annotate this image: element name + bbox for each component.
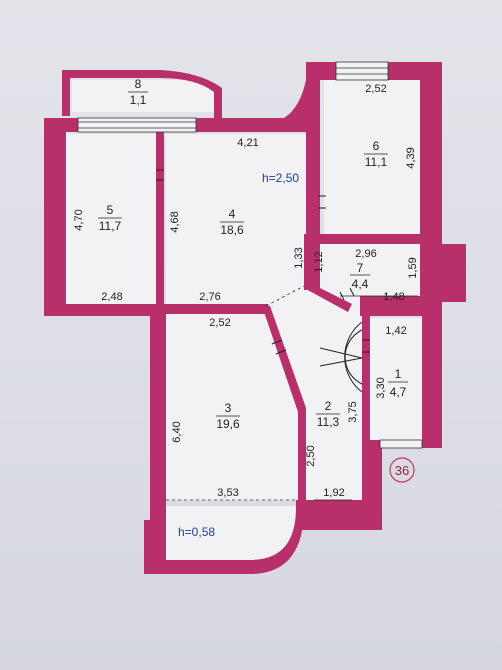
dim-1-12: 1,12 (313, 251, 325, 272)
dim-2-48: 2,48 (101, 291, 122, 303)
dim-2-52-top: 2,52 (365, 83, 386, 95)
height-main: h=2,50 (262, 171, 299, 185)
room-4-number: 4 (229, 207, 236, 221)
dim-2-50: 2,50 (305, 445, 317, 466)
dim-6-40: 6,40 (171, 421, 183, 442)
dim-2-76: 2,76 (199, 291, 220, 303)
dim-4-39: 4,39 (405, 147, 417, 168)
floors (66, 80, 422, 560)
walls (44, 62, 466, 574)
room-1-area: 4,7 (390, 385, 407, 399)
dim-3-30: 3,30 (375, 377, 387, 398)
dim-1-59: 1,59 (407, 257, 419, 278)
dim-2-52-mid: 2,52 (209, 317, 230, 329)
dim-4-21: 4,21 (237, 137, 258, 149)
dim-4-70: 4,70 (73, 209, 85, 230)
dim-3-53: 3,53 (217, 487, 238, 499)
dashed-lines (166, 285, 305, 501)
dim-1-42: 1,42 (385, 325, 406, 337)
room-3-area: 19,6 (216, 417, 240, 431)
room-7-number: 7 (357, 261, 364, 275)
room-6-number: 6 (373, 139, 380, 153)
room-2-area: 11,3 (317, 415, 340, 429)
dim-1-48: 1,48 (383, 291, 404, 303)
apartment-badge-number: 36 (395, 463, 409, 478)
height-loggia: h=0,58 (178, 525, 215, 539)
room-5-number: 5 (107, 203, 114, 217)
dim-4-68: 4,68 (169, 211, 181, 232)
room-labels: 8 1,1 5 11,7 4 18,6 6 11,1 7 4,4 3 19,6 … (98, 77, 408, 431)
room-7-area: 4,4 (352, 277, 369, 291)
doors (156, 169, 370, 393)
windows (77, 61, 423, 449)
room-6-area: 11,1 (365, 155, 388, 169)
dimension-ticks (314, 295, 418, 501)
apartment-badge: 36 (389, 457, 415, 483)
dimension-labels: 4,21 2,52 2,96 2,48 2,76 1,48 2,52 1,42 … (73, 83, 419, 499)
dim-1-92: 1,92 (323, 487, 344, 499)
room-8-number: 8 (135, 77, 142, 91)
room-2-number: 2 (325, 399, 332, 413)
dim-2-96: 2,96 (355, 248, 376, 260)
room-1-number: 1 (395, 367, 402, 381)
room-3-number: 3 (225, 401, 232, 415)
room-8-area: 1,1 (130, 93, 147, 107)
room-4-area: 18,6 (220, 223, 244, 237)
dim-1-33: 1,33 (293, 247, 305, 268)
room-5-area: 11,7 (99, 219, 122, 233)
dim-3-75: 3,75 (347, 401, 359, 422)
